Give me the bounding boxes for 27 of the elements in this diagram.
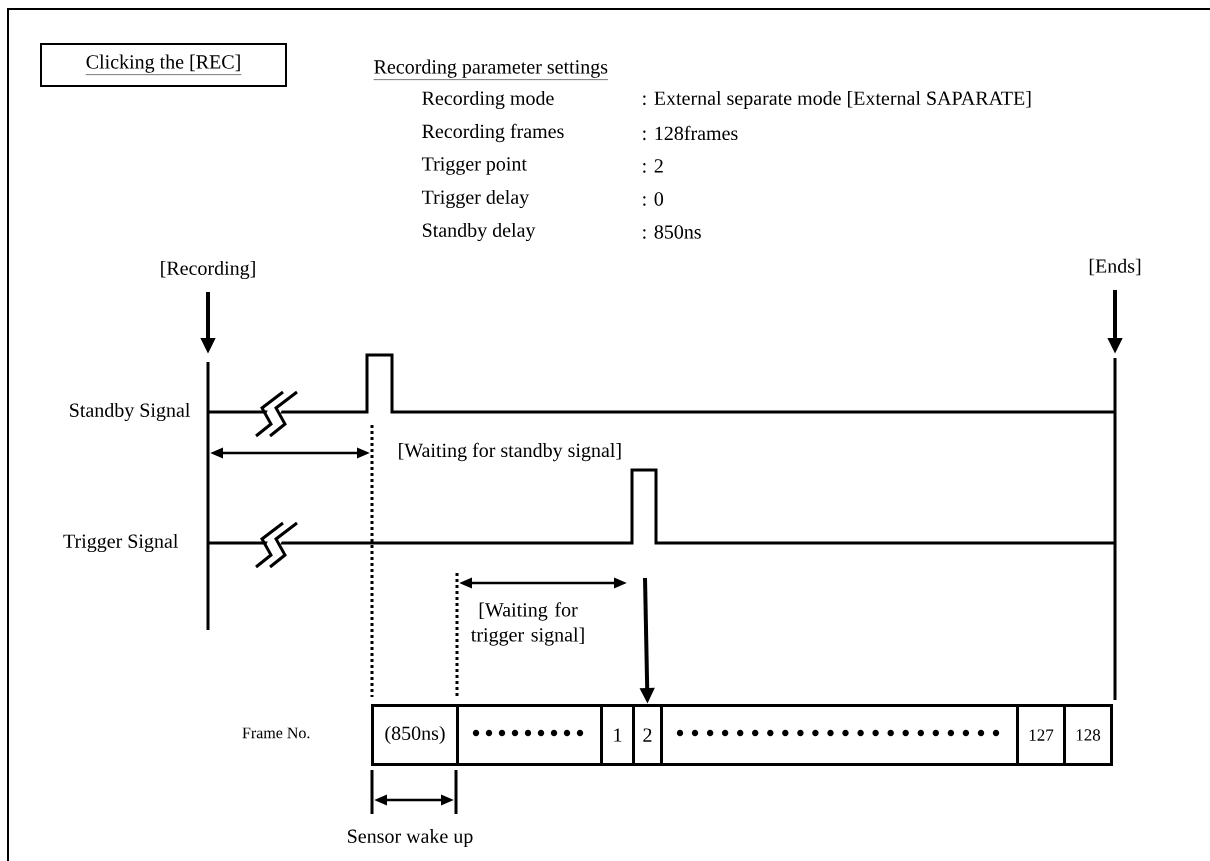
parameter-name: Trigger delay xyxy=(421,189,530,209)
signal-label: Trigger Signal xyxy=(63,533,178,553)
parameter-value: : 0 xyxy=(643,192,664,206)
frame-cell: (850ns) xyxy=(371,704,459,766)
frame-cell: 1 xyxy=(600,704,635,766)
parameter-value: : 128frames xyxy=(643,125,738,141)
frame-cell: 2 xyxy=(632,704,663,766)
frame-cell: 127 xyxy=(1016,704,1066,766)
period-label: [Waiting for standby signal] xyxy=(399,442,621,462)
parameter-name: Standby delay xyxy=(422,222,536,242)
event-label: [Recording] xyxy=(161,260,255,280)
parameter-value: : External separate mode [External SAPARATE] xyxy=(643,90,1031,110)
heading: Recording parameter settings xyxy=(373,59,609,80)
frame-cell: 128 xyxy=(1063,704,1113,766)
frame-cell xyxy=(456,704,603,766)
parameter-name: Recording mode xyxy=(422,90,554,110)
parameter-name: Trigger point xyxy=(421,157,527,175)
row-label: Frame No. xyxy=(242,727,310,739)
frame-cell xyxy=(660,704,1019,766)
signal-label: Standby Signal xyxy=(70,402,190,422)
period-label: Sensor wake up xyxy=(348,828,473,848)
parameter-name: Recording frames xyxy=(422,123,564,143)
parameter-value: : 2 xyxy=(643,159,663,173)
period-label: [Waiting for trigger signal] xyxy=(471,602,584,646)
button-box: Clicking the [REC] xyxy=(40,43,287,87)
event-label: [Ends] xyxy=(1089,258,1141,276)
parameter-value: : 850ns xyxy=(643,225,701,239)
